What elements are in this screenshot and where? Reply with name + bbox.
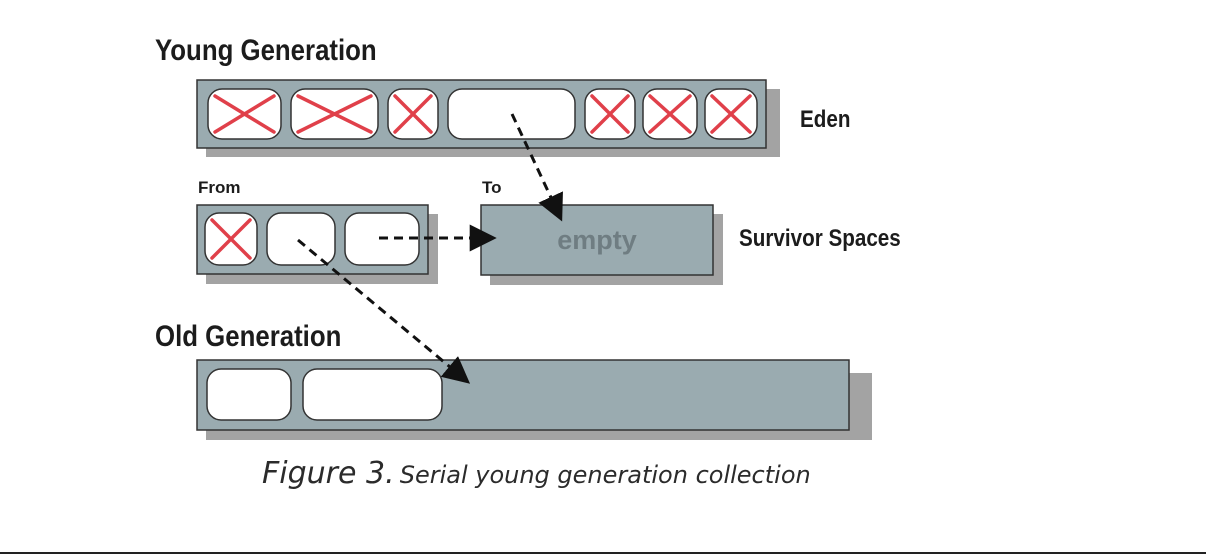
- old-object-live: [206, 368, 292, 421]
- eden-object-dead: [704, 88, 758, 140]
- dead-object-cross: [210, 218, 252, 260]
- eden-object-dead: [387, 88, 439, 140]
- dead-object-cross: [393, 94, 433, 134]
- to-label: To: [482, 178, 502, 197]
- dead-object-cross: [648, 94, 692, 134]
- young-generation-heading: Young Generation: [155, 34, 377, 67]
- bottom-rule: [0, 552, 1206, 554]
- empty-label: empty: [557, 225, 637, 255]
- old-object-cell: [206, 368, 292, 421]
- arrow-from-to-old: [297, 238, 471, 384]
- old-object-live: [302, 368, 443, 421]
- eden-label: Eden: [800, 106, 851, 133]
- dead-object-cross: [213, 94, 276, 134]
- promotion-arrows: [297, 113, 563, 384]
- eden-object-dead: [584, 88, 636, 140]
- old-object-cell: [302, 368, 443, 421]
- dead-object-cross: [710, 94, 752, 134]
- figure-caption-text: Serial young generation collection: [399, 461, 811, 489]
- eden-object-cell: [447, 88, 576, 140]
- eden-space: [196, 79, 780, 157]
- eden-object-live: [447, 88, 576, 140]
- survivor-spaces-label: Survivor Spaces: [739, 225, 901, 252]
- figure-number: Figure 3.: [262, 456, 395, 491]
- eden-object-dead: [207, 88, 282, 140]
- to-survivor-space: empty: [480, 204, 723, 285]
- old-objects: [206, 368, 443, 421]
- from-object-live: [266, 212, 336, 266]
- from-object-dead: [204, 212, 258, 266]
- arrow-eden-to-survivor: [510, 113, 563, 222]
- from-survivor-space: [196, 204, 438, 284]
- eden-object-dead: [642, 88, 698, 140]
- old-region: [196, 359, 850, 431]
- eden-objects: [207, 88, 758, 140]
- to-region: [480, 204, 714, 276]
- from-object-cell: [266, 212, 336, 266]
- dead-object-cross: [590, 94, 630, 134]
- figure-caption: Figure 3. Serial young generation collec…: [262, 456, 811, 491]
- eden-object-dead: [290, 88, 379, 140]
- old-generation-heading: Old Generation: [155, 320, 342, 353]
- from-label: From: [198, 178, 241, 197]
- old-generation-space: [196, 359, 872, 440]
- dead-object-cross: [296, 94, 373, 134]
